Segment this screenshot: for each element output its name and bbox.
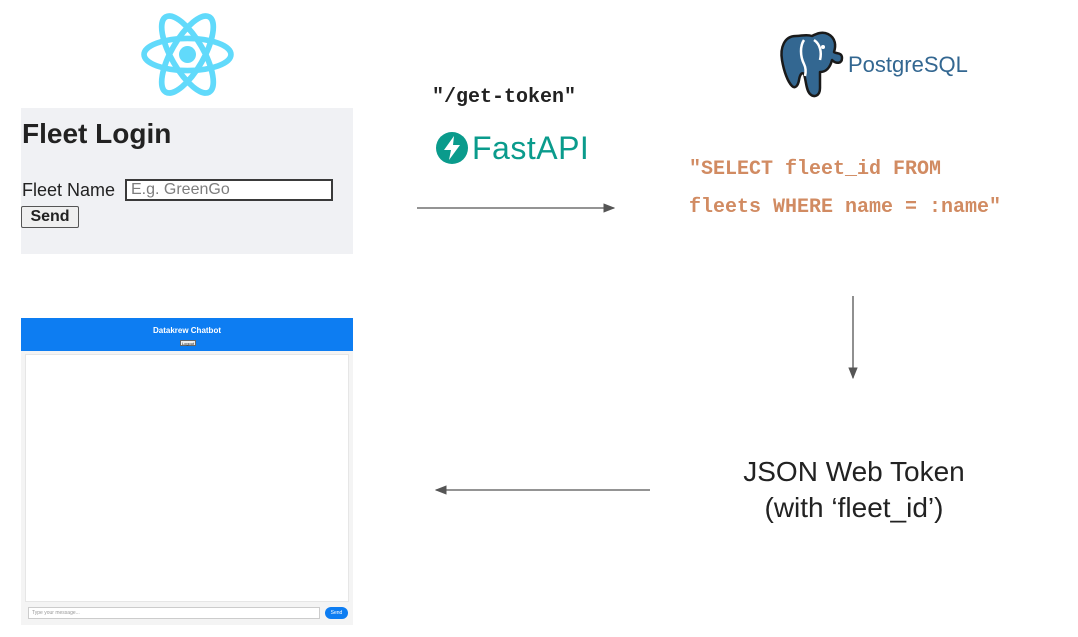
- login-title: Fleet Login: [22, 118, 172, 149]
- fleet-name-input[interactable]: [125, 179, 333, 201]
- postgresql-wordmark-part1: Postgre: [848, 52, 924, 77]
- jwt-label-line-1: JSON Web Token: [743, 456, 965, 487]
- fastapi-wordmark: FastAPI: [472, 130, 590, 166]
- react-logo-icon: [141, 13, 234, 96]
- endpoint-label: "/get-token": [432, 86, 577, 109]
- postgresql-wordmark: PostgreSQL: [848, 52, 968, 78]
- fastapi-bolt-icon: [436, 132, 468, 164]
- postgresql-wordmark-part2: SQL: [923, 52, 968, 77]
- logout-button[interactable]: Logout: [180, 340, 196, 346]
- postgres-elephant-icon: [780, 31, 844, 98]
- chat-message-input[interactable]: [28, 607, 320, 619]
- chat-messages-area[interactable]: [25, 354, 349, 602]
- sql-query-line-2: fleets WHERE name = :name": [689, 196, 1002, 219]
- jwt-label-line-2: (with ‘fleet_id’): [764, 492, 944, 523]
- sql-query-line-1: "SELECT fleet_id FROM: [689, 158, 942, 181]
- fleet-name-label: Fleet Name: [22, 180, 116, 200]
- chat-title: Datakrew Chatbot: [152, 326, 221, 335]
- chat-send-button[interactable]: Send: [325, 607, 348, 619]
- login-send-button[interactable]: Send: [21, 206, 79, 228]
